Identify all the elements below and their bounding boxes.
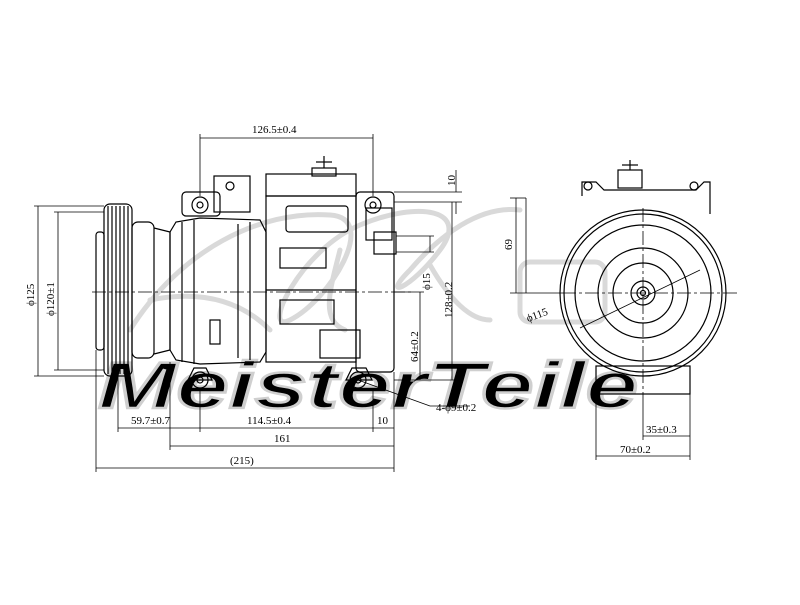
dim-flange-height: 10 — [446, 175, 458, 187]
end-view — [559, 160, 738, 398]
dim-rear-flange: 10 — [377, 415, 389, 427]
dim-end-height: 69 — [503, 239, 515, 251]
dim-overall-length: (215) — [230, 455, 254, 467]
dim-mount-spacing: 114.5±0.4 — [247, 415, 292, 427]
dim-clutch-offset: 59.7±0.7 — [131, 415, 171, 427]
dim-top-length: 126.5±0.4 — [252, 124, 297, 136]
watermark-swoosh-2 — [147, 247, 493, 333]
dim-base-width: 70±0.2 — [620, 444, 651, 456]
compressor-body — [169, 156, 397, 389]
clutch-pulley — [95, 203, 171, 377]
dimension-labels: 126.5±0.4 10 ϕ125 ϕ120±1 ϕ15 128±0.2 64±… — [25, 124, 677, 467]
dim-clutch-inner-dia: ϕ120±1 — [45, 282, 57, 316]
dim-mount-holes: 4-ϕ9±0.2 — [436, 402, 476, 414]
watermark-brand: MeisterTeile — [98, 348, 638, 422]
dim-port-dia: ϕ15 — [421, 273, 433, 290]
watermark-box — [517, 259, 608, 325]
side-view — [92, 156, 412, 389]
watermark-swoosh — [127, 206, 523, 333]
dim-half-width: 35±0.3 — [646, 424, 677, 436]
watermark — [127, 206, 608, 333]
dim-body-length: 161 — [274, 433, 291, 445]
dim-mount-height: 64±0.2 — [409, 331, 421, 362]
dim-clutch-outer-dia: ϕ125 — [25, 283, 37, 306]
dim-overall-height: 128±0.2 — [443, 282, 455, 318]
dimension-lines — [34, 134, 701, 472]
